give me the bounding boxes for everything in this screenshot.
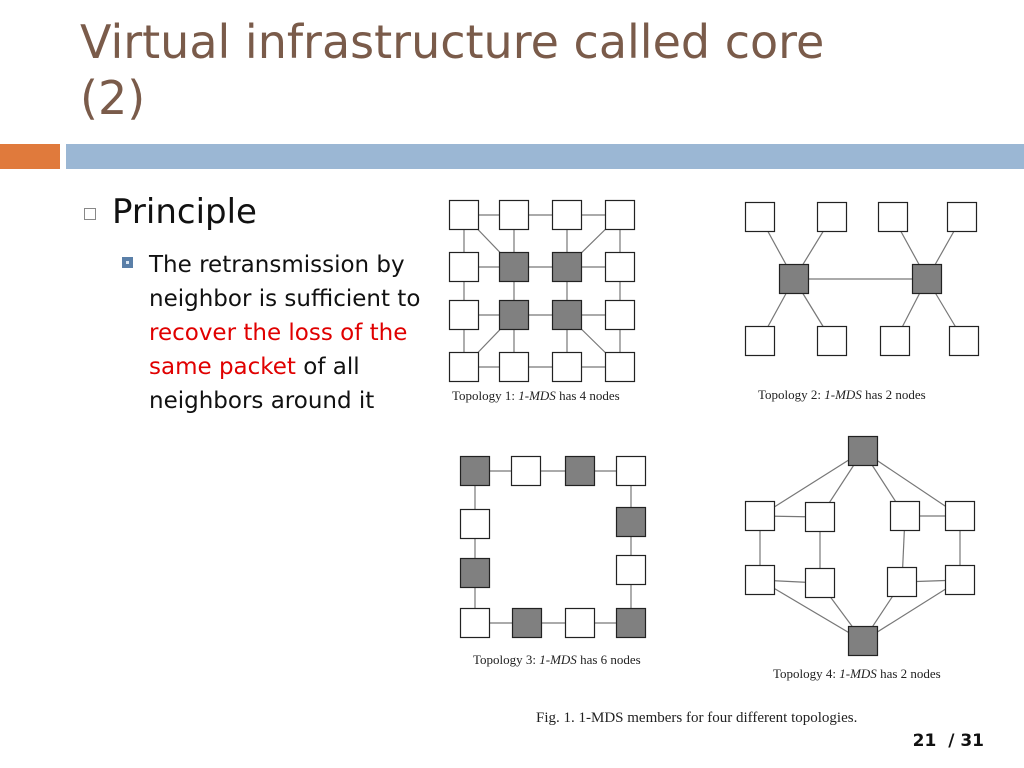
network-node [459,508,491,540]
network-node [498,199,530,231]
header-accent-orange [0,144,60,169]
network-node [564,607,596,639]
network-node [551,199,583,231]
topology-figure: Topology 1: 1-MDS has 4 nodes Topology 2… [448,199,980,726]
network-node [946,201,978,233]
page-number: 21 / 31 [913,731,984,751]
mds-node [847,625,879,657]
page-total: 31 [960,731,984,751]
mds-node [551,251,583,283]
mds-node [615,506,647,538]
square-bullet-icon [84,208,96,220]
page-separator: / [948,731,955,751]
nodes [448,199,980,657]
network-node [604,251,636,283]
network-node [604,199,636,231]
bullet-principle-text: Principle [112,192,257,232]
mds-node [564,455,596,487]
sub-bullet: The retransmission by neighbor is suffic… [122,248,422,418]
title-line-1: Virtual infrastructure called core [80,15,825,69]
network-node [459,607,491,639]
network-node [816,325,848,357]
network-node [944,500,976,532]
bullet-principle: Principle [84,192,257,232]
header-accent-blue [66,144,1024,169]
mds-node [911,263,943,295]
network-node [615,554,647,586]
sub-bullet-text: The retransmission by neighbor is suffic… [149,248,422,418]
mds-node [511,607,543,639]
mds-node [498,251,530,283]
network-node [448,351,480,383]
network-node [804,567,836,599]
network-node [948,325,980,357]
network-node [448,251,480,283]
network-node [879,325,911,357]
network-node [744,325,776,357]
topology-3-caption: Topology 3: 1-MDS has 6 nodes [473,652,641,667]
topology-1-caption: Topology 1: 1-MDS has 4 nodes [452,388,620,403]
slide-title: Virtual infrastructure called core (2) [80,14,980,126]
network-node [816,201,848,233]
mds-node [847,435,879,467]
network-node [615,455,647,487]
page-current: 21 [912,731,937,751]
sub-bullet-part1: The retransmission by neighbor is suffic… [149,252,421,312]
network-node [886,566,918,598]
network-node [448,299,480,331]
network-node [498,351,530,383]
mds-node [615,607,647,639]
mds-node [778,263,810,295]
network-node [744,564,776,596]
mds-node [459,455,491,487]
topology-4-caption: Topology 4: 1-MDS has 2 nodes [773,666,941,681]
figure-caption: Fig. 1. 1-MDS members for four different… [536,710,857,726]
network-node [510,455,542,487]
network-node [804,501,836,533]
network-node [551,351,583,383]
network-node [604,351,636,383]
network-node [877,201,909,233]
network-node [744,201,776,233]
mds-node [459,557,491,589]
network-node [744,500,776,532]
mds-node [498,299,530,331]
network-node [604,299,636,331]
topology-2-caption: Topology 2: 1-MDS has 2 nodes [758,387,926,402]
network-node [944,564,976,596]
sub-bullet-highlight: recover the loss of the same packet [149,320,408,380]
network-node [889,500,921,532]
mds-node [551,299,583,331]
filled-square-bullet-icon [122,257,133,268]
title-line-2: (2) [80,71,146,125]
sub-bullet-part2: of all neighbors around it [149,354,375,414]
network-node [448,199,480,231]
